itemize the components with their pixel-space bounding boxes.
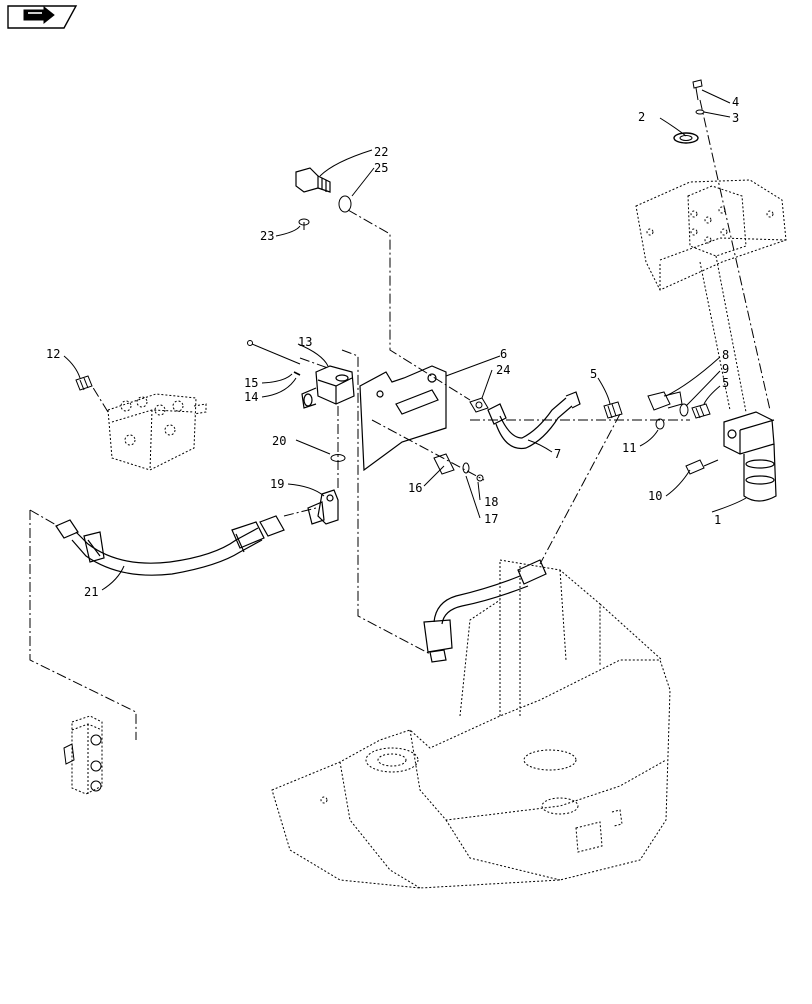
callout-21: 21 [84,585,98,599]
part-22-elbow [295,167,331,193]
connection-lines [29,209,690,740]
callout-18: 18 [484,495,498,509]
callout-7: 7 [554,447,561,461]
callout-17: 17 [484,512,498,526]
callout-8: 8 [722,348,729,362]
part-7-hose [487,391,581,450]
callout-10: 10 [648,489,662,503]
callout-5-right: 5 [722,376,729,390]
part-25-washer [338,195,352,213]
column-axis [699,99,771,411]
callout-12: 12 [46,347,60,361]
callout-4: 4 [732,95,739,109]
callout-13: 13 [298,335,312,349]
callout-3: 3 [732,111,739,125]
callout-14: 14 [244,390,258,404]
callout-15: 15 [244,376,258,390]
part-6-bracket [359,365,447,472]
part-13-valve-block [301,365,355,409]
part-3-washer [695,109,705,115]
part-21-hose [55,515,285,576]
lower-manifold-ports [63,734,102,792]
part-4-bolt [692,79,703,101]
callout-5-left: 5 [590,367,597,381]
part-9-washer [679,403,689,417]
part-24-nut [469,397,489,413]
part-5-fitting-left [603,401,623,419]
part-15-bolt-head [247,340,253,346]
part-5-fitting-right [691,403,711,419]
axle-frame [271,559,671,889]
part-18-nut [476,474,484,482]
part-11-oring [655,418,665,430]
part-16-sleeve [433,453,455,475]
callout-11: 11 [622,441,636,455]
leader-lines [63,89,747,591]
callout-9: 9 [722,362,729,376]
part-12-fitting [75,375,93,391]
part-15-bolt [251,343,301,365]
part-8-adapter [647,391,683,411]
callout-25: 25 [374,161,388,175]
callout-6: 6 [500,347,507,361]
part-2-ring-inner [679,135,693,141]
nav-frame [7,5,78,29]
steering-console [635,179,787,413]
callout-2: 2 [638,110,645,124]
callout-23: 23 [260,229,274,243]
callout-1: 1 [714,513,721,527]
part-17-washer [462,462,470,474]
control-valve [107,393,207,471]
lower-manifold [71,715,103,795]
callout-22: 22 [374,145,388,159]
part-1-steering-valve [723,411,777,502]
part-14-pin [293,371,301,376]
part-19-elbow [307,489,339,525]
callout-19: 19 [270,477,284,491]
next-page-button[interactable] [6,4,76,28]
part-10-fitting [685,459,719,475]
frame-hose [423,559,547,663]
callout-24: 24 [496,363,510,377]
callout-20: 20 [272,434,286,448]
forward-arrow-icon [23,5,55,25]
callout-16: 16 [408,481,422,495]
part-2-ring [673,132,699,144]
